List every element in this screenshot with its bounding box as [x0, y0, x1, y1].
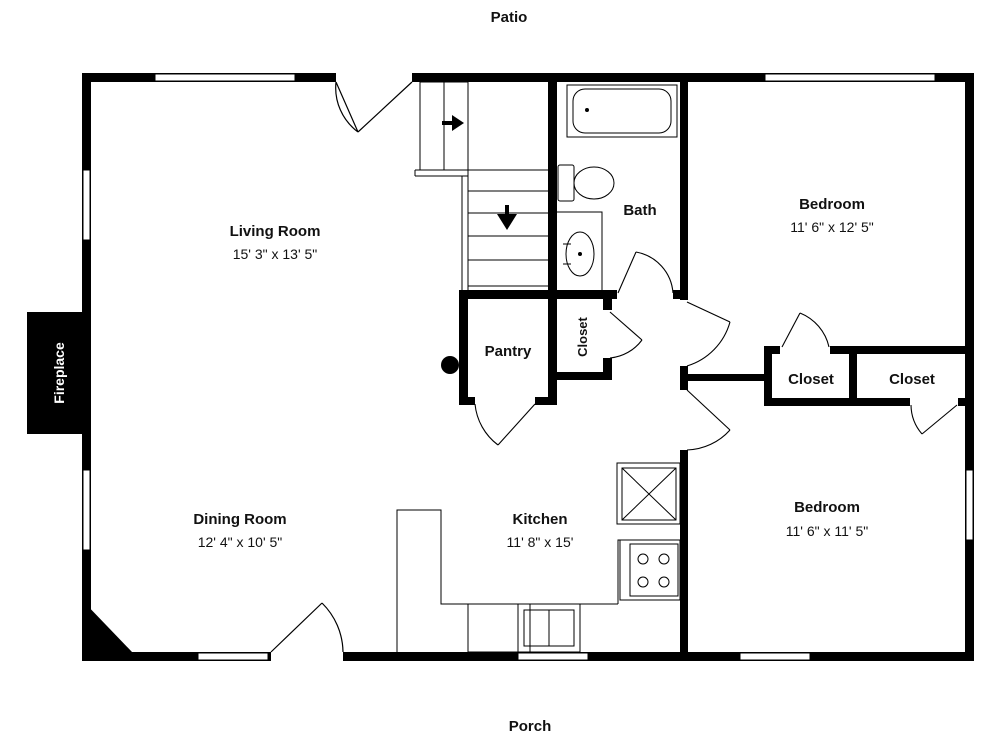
closet-left-name: Closet	[788, 371, 834, 388]
bedroom-1-name: Bedroom	[799, 196, 865, 213]
fireplace-box	[27, 312, 89, 434]
closet-right-name: Closet	[889, 371, 935, 388]
dining-room-dims: 12' 4" x 10' 5"	[198, 534, 283, 550]
kitchen-name: Kitchen	[512, 511, 567, 528]
door-swings	[474, 251, 958, 451]
porch-label: Porch	[509, 718, 552, 735]
interior-walls	[459, 80, 974, 652]
hall-closet-name: Closet	[575, 316, 590, 356]
bedroom-2-name: Bedroom	[794, 499, 860, 516]
pantry-name: Pantry	[485, 343, 532, 360]
kitchen-dims: 11' 8" x 15'	[507, 534, 574, 550]
exterior-doors	[270, 73, 413, 661]
living-room-dims: 15' 3" x 13' 5"	[233, 246, 318, 262]
windows	[82, 73, 974, 661]
patio-label: Patio	[491, 9, 528, 26]
bedroom-2-dims: 11' 6" x 11' 5"	[786, 523, 869, 539]
corner-fill	[82, 600, 132, 652]
bath-name: Bath	[623, 202, 656, 219]
bath-fixtures	[555, 84, 678, 293]
dining-room-name: Dining Room	[193, 511, 286, 528]
stairs	[414, 81, 548, 290]
fireplace-label: Fireplace	[51, 342, 67, 404]
kitchen-fixtures	[396, 462, 681, 653]
post	[441, 356, 459, 374]
bedroom-1-dims: 11' 6" x 12' 5"	[790, 219, 874, 235]
exterior-walls	[82, 73, 974, 661]
living-room-name: Living Room	[230, 223, 321, 240]
interior-door-openings	[475, 290, 958, 450]
stair-arrows	[442, 115, 517, 230]
